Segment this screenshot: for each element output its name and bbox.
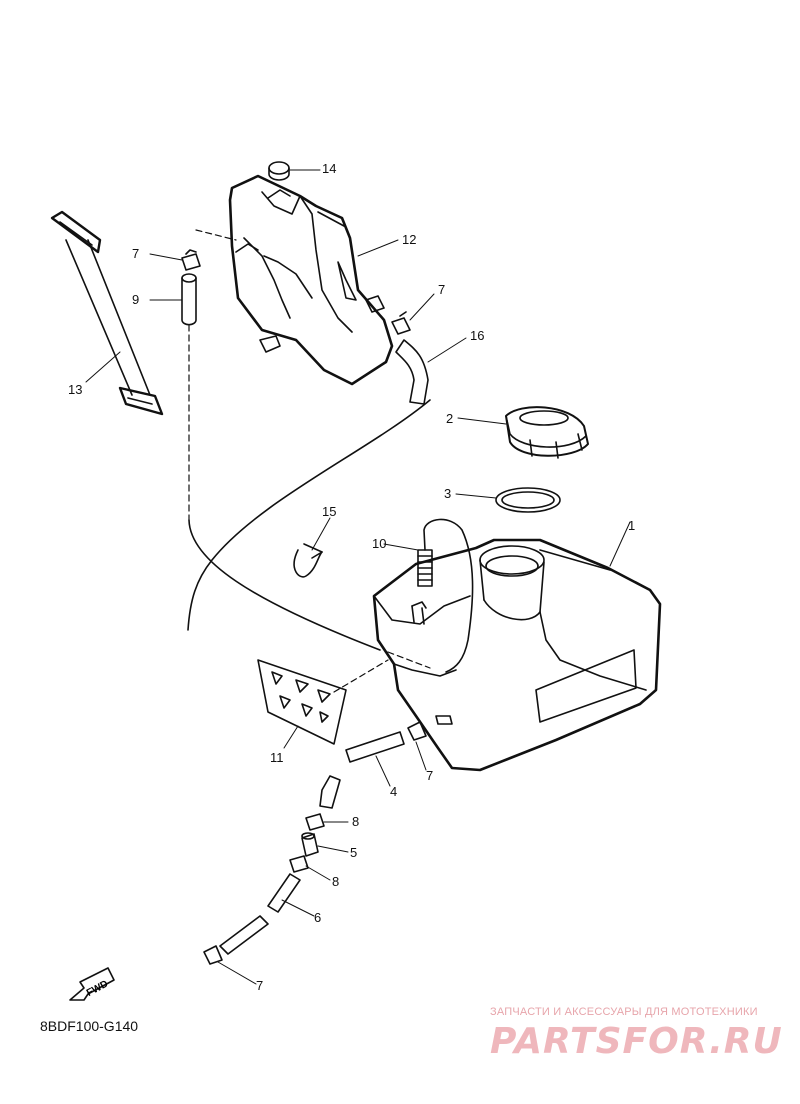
hose-part-9[interactable] — [181, 273, 197, 326]
callout-7a: 7 — [132, 246, 139, 261]
callout-12: 12 — [402, 232, 416, 247]
watermark-tagline: ЗАПЧАСТИ И АКСЕССУАРЫ ДЛЯ МОТОТЕХНИКИ — [490, 1006, 758, 1018]
clamp-part-7b[interactable] — [391, 311, 411, 335]
fuel-cap-part-2[interactable] — [505, 406, 589, 459]
callout-5: 5 — [350, 845, 357, 860]
callout-8b: 8 — [332, 874, 339, 889]
overflow-line — [187, 399, 431, 651]
callout-8a: 8 — [352, 814, 359, 829]
hose-part-6[interactable] — [219, 873, 301, 955]
callout-9: 9 — [132, 292, 139, 307]
gasket-part-3[interactable] — [495, 487, 561, 513]
watermark-brand: PARTSFOR.RU — [490, 1021, 783, 1062]
callout-4: 4 — [390, 784, 397, 799]
callout-3: 3 — [444, 486, 451, 501]
clip-part-15[interactable] — [293, 543, 323, 578]
fwd-arrow-icon — [69, 967, 115, 1001]
clamp-part-8a[interactable] — [305, 813, 325, 831]
hose-part-10[interactable] — [417, 518, 474, 673]
drawing-code: 8BDF100-G140 — [40, 1018, 139, 1034]
reservoir-tank-part-12[interactable] — [228, 174, 394, 386]
callout-6: 6 — [314, 910, 321, 925]
callout-7d: 7 — [256, 978, 263, 993]
callout-16: 16 — [470, 328, 484, 343]
callout-7b: 7 — [438, 282, 445, 297]
callout-14: 14 — [322, 161, 336, 176]
callout-10: 10 — [372, 536, 386, 551]
callout-1: 1 — [628, 518, 635, 533]
fuel-tank-part-1[interactable] — [372, 538, 662, 772]
strap-part-13[interactable] — [50, 210, 164, 416]
callout-13: 13 — [68, 382, 82, 397]
callout-15: 15 — [322, 504, 336, 519]
hose-part-4[interactable] — [319, 731, 405, 809]
callout-11: 11 — [270, 750, 284, 765]
fitting-part-5[interactable] — [301, 832, 319, 857]
clamp-part-7c[interactable] — [407, 721, 427, 741]
fwd-label: FWD — [85, 979, 110, 999]
clamp-part-7a[interactable] — [181, 249, 201, 271]
callout-7c: 7 — [426, 768, 433, 783]
cap-part-14[interactable] — [268, 161, 290, 181]
callout-2: 2 — [446, 411, 453, 426]
shield-plate-part-11[interactable] — [257, 659, 347, 745]
hose-part-16[interactable] — [395, 339, 429, 405]
clamp-part-7d[interactable] — [203, 945, 223, 965]
clamp-part-8b[interactable] — [289, 855, 309, 873]
